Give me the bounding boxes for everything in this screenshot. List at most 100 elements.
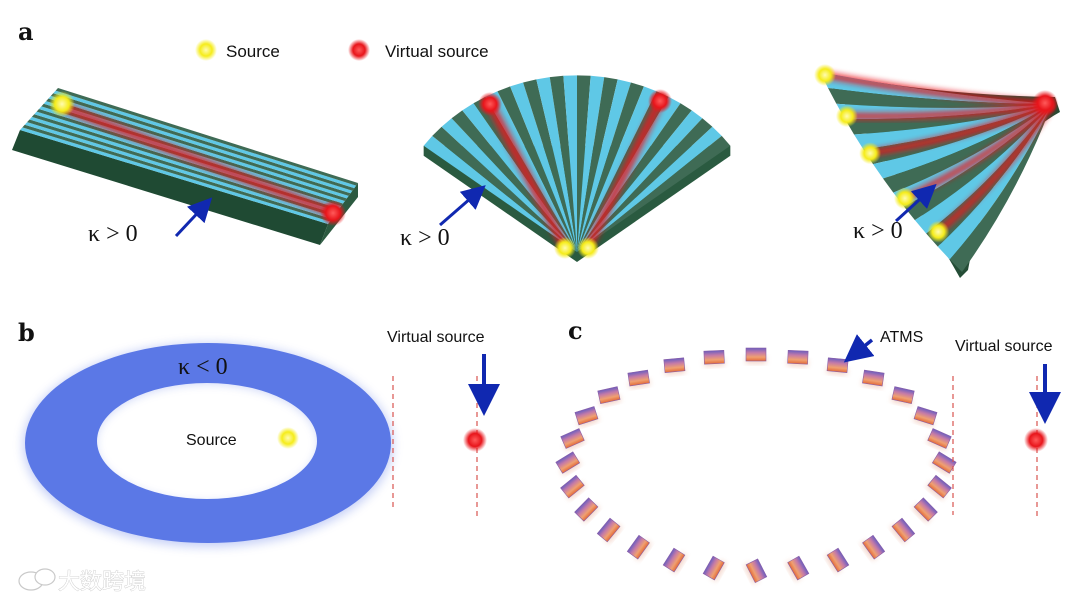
- atms-tile-face: [597, 386, 621, 405]
- horn-stripe: [873, 104, 1052, 179]
- fan-stripe: [577, 75, 591, 252]
- atms-tile: [912, 497, 938, 523]
- legend-source-marker: [195, 39, 217, 61]
- atms-tile-face: [663, 357, 686, 373]
- atms-tile: [744, 558, 768, 584]
- atms-tile: [826, 357, 849, 375]
- atms-tile: [596, 517, 622, 544]
- slab-stripe: [46, 98, 351, 196]
- fan-source-point-1: [554, 237, 576, 259]
- horn-stripe: [820, 72, 1052, 104]
- atms-tile-face: [702, 555, 725, 581]
- kappa-positive-label-2: κ > 0: [400, 225, 450, 251]
- atms-tile: [891, 386, 915, 406]
- arrow-atms: [843, 334, 875, 363]
- fan-stripe: [523, 79, 577, 253]
- fan-stripe: [577, 126, 722, 252]
- fan-stripe: [536, 77, 577, 252]
- atms-tile-face: [560, 428, 585, 449]
- fan-stripe: [577, 75, 605, 253]
- atms-tile-face: [787, 349, 809, 365]
- atms-tile: [662, 547, 687, 574]
- fan-stripe: [510, 82, 577, 253]
- slab-stripe: [22, 124, 332, 222]
- legend-source-label: Source: [226, 42, 280, 61]
- panel-b-label: b: [18, 318, 35, 347]
- atms-tile: [787, 349, 809, 367]
- ring-source-point: [277, 427, 299, 449]
- panel-c-label: c: [568, 316, 583, 345]
- fan-stripe: [432, 126, 577, 252]
- ring-source-label: Source: [186, 432, 237, 449]
- atms-tile-face: [560, 474, 585, 499]
- horn-source-point: [835, 105, 858, 128]
- horn-ray: [869, 100, 1054, 157]
- atms-tile: [860, 534, 886, 561]
- legend-virtual-source-marker: [348, 39, 370, 61]
- horn-source-point: [859, 142, 882, 165]
- atms-tile-face: [745, 347, 767, 362]
- watermark: 大数跨境: [18, 568, 146, 595]
- atms-tile-face: [596, 517, 621, 543]
- atms-tile-face: [787, 555, 810, 581]
- atms-tile: [703, 349, 725, 367]
- flat-virtual-source-point: [320, 200, 346, 226]
- slab-stripe: [20, 127, 330, 224]
- atms-tile: [574, 497, 600, 523]
- fan-source-point-2: [577, 237, 599, 259]
- flat-source-point: [49, 91, 75, 117]
- atms-tile: [745, 347, 767, 363]
- horn-ray: [824, 71, 1053, 108]
- atms-tile: [574, 406, 599, 427]
- kappa-negative-label: κ < 0: [178, 354, 228, 380]
- flat-striped-slab: [12, 88, 358, 245]
- atms-tile-face: [555, 451, 581, 474]
- horn-stripe: [949, 104, 1052, 272]
- atms-tile-face: [662, 547, 686, 573]
- slab-stripe: [27, 119, 336, 217]
- horn-source-point: [814, 64, 836, 86]
- atms-tile: [555, 451, 581, 476]
- fan-stripe: [563, 75, 577, 252]
- legend: Source Virtual source: [195, 39, 489, 61]
- slab-stripe: [24, 122, 334, 219]
- atms-tile-ring: [555, 347, 957, 584]
- atms-tile: [663, 357, 686, 375]
- atms-tile: [825, 547, 850, 574]
- chat-bubble-logo-icon: [18, 568, 56, 591]
- fan-stripe: [441, 118, 577, 252]
- slab-stripe: [55, 88, 358, 186]
- slab-stripe: [53, 90, 357, 189]
- negative-curvature-ring: [23, 342, 393, 547]
- atms-tile: [560, 428, 586, 451]
- fan-stripe: [577, 135, 731, 252]
- atms-tile-face: [927, 428, 952, 449]
- curved-horn-structure: [814, 64, 1060, 278]
- atms-tile: [862, 369, 885, 388]
- horn-ray: [936, 102, 1055, 235]
- arrow-kappa-2: [439, 185, 486, 227]
- horn-stripe: [903, 104, 1052, 221]
- atms-tile: [785, 555, 810, 581]
- fan-stripe: [577, 82, 644, 253]
- atms-tile: [913, 406, 938, 427]
- fan-stripe: [577, 118, 713, 252]
- atms-tile-face: [826, 357, 849, 373]
- b-virtual-source-label: Virtual source: [387, 329, 485, 346]
- slab-stripe: [50, 93, 355, 191]
- atms-tile-face: [826, 547, 850, 573]
- horn-source-point: [893, 187, 916, 210]
- watermark-text: 大数跨境: [58, 570, 146, 595]
- atms-tile: [926, 428, 952, 451]
- fan-stripe: [577, 77, 618, 252]
- panel-a-label: a: [18, 17, 34, 46]
- flat-ray: [58, 101, 335, 218]
- atms-tile-face: [913, 406, 938, 426]
- fan-virtual-source-right: [648, 89, 672, 113]
- fan-stripe: [549, 75, 577, 253]
- fan-stripe: [497, 86, 577, 252]
- fan-striped-sector: [423, 75, 731, 262]
- horn-ray: [846, 100, 1053, 120]
- horn-source-point: [927, 220, 950, 243]
